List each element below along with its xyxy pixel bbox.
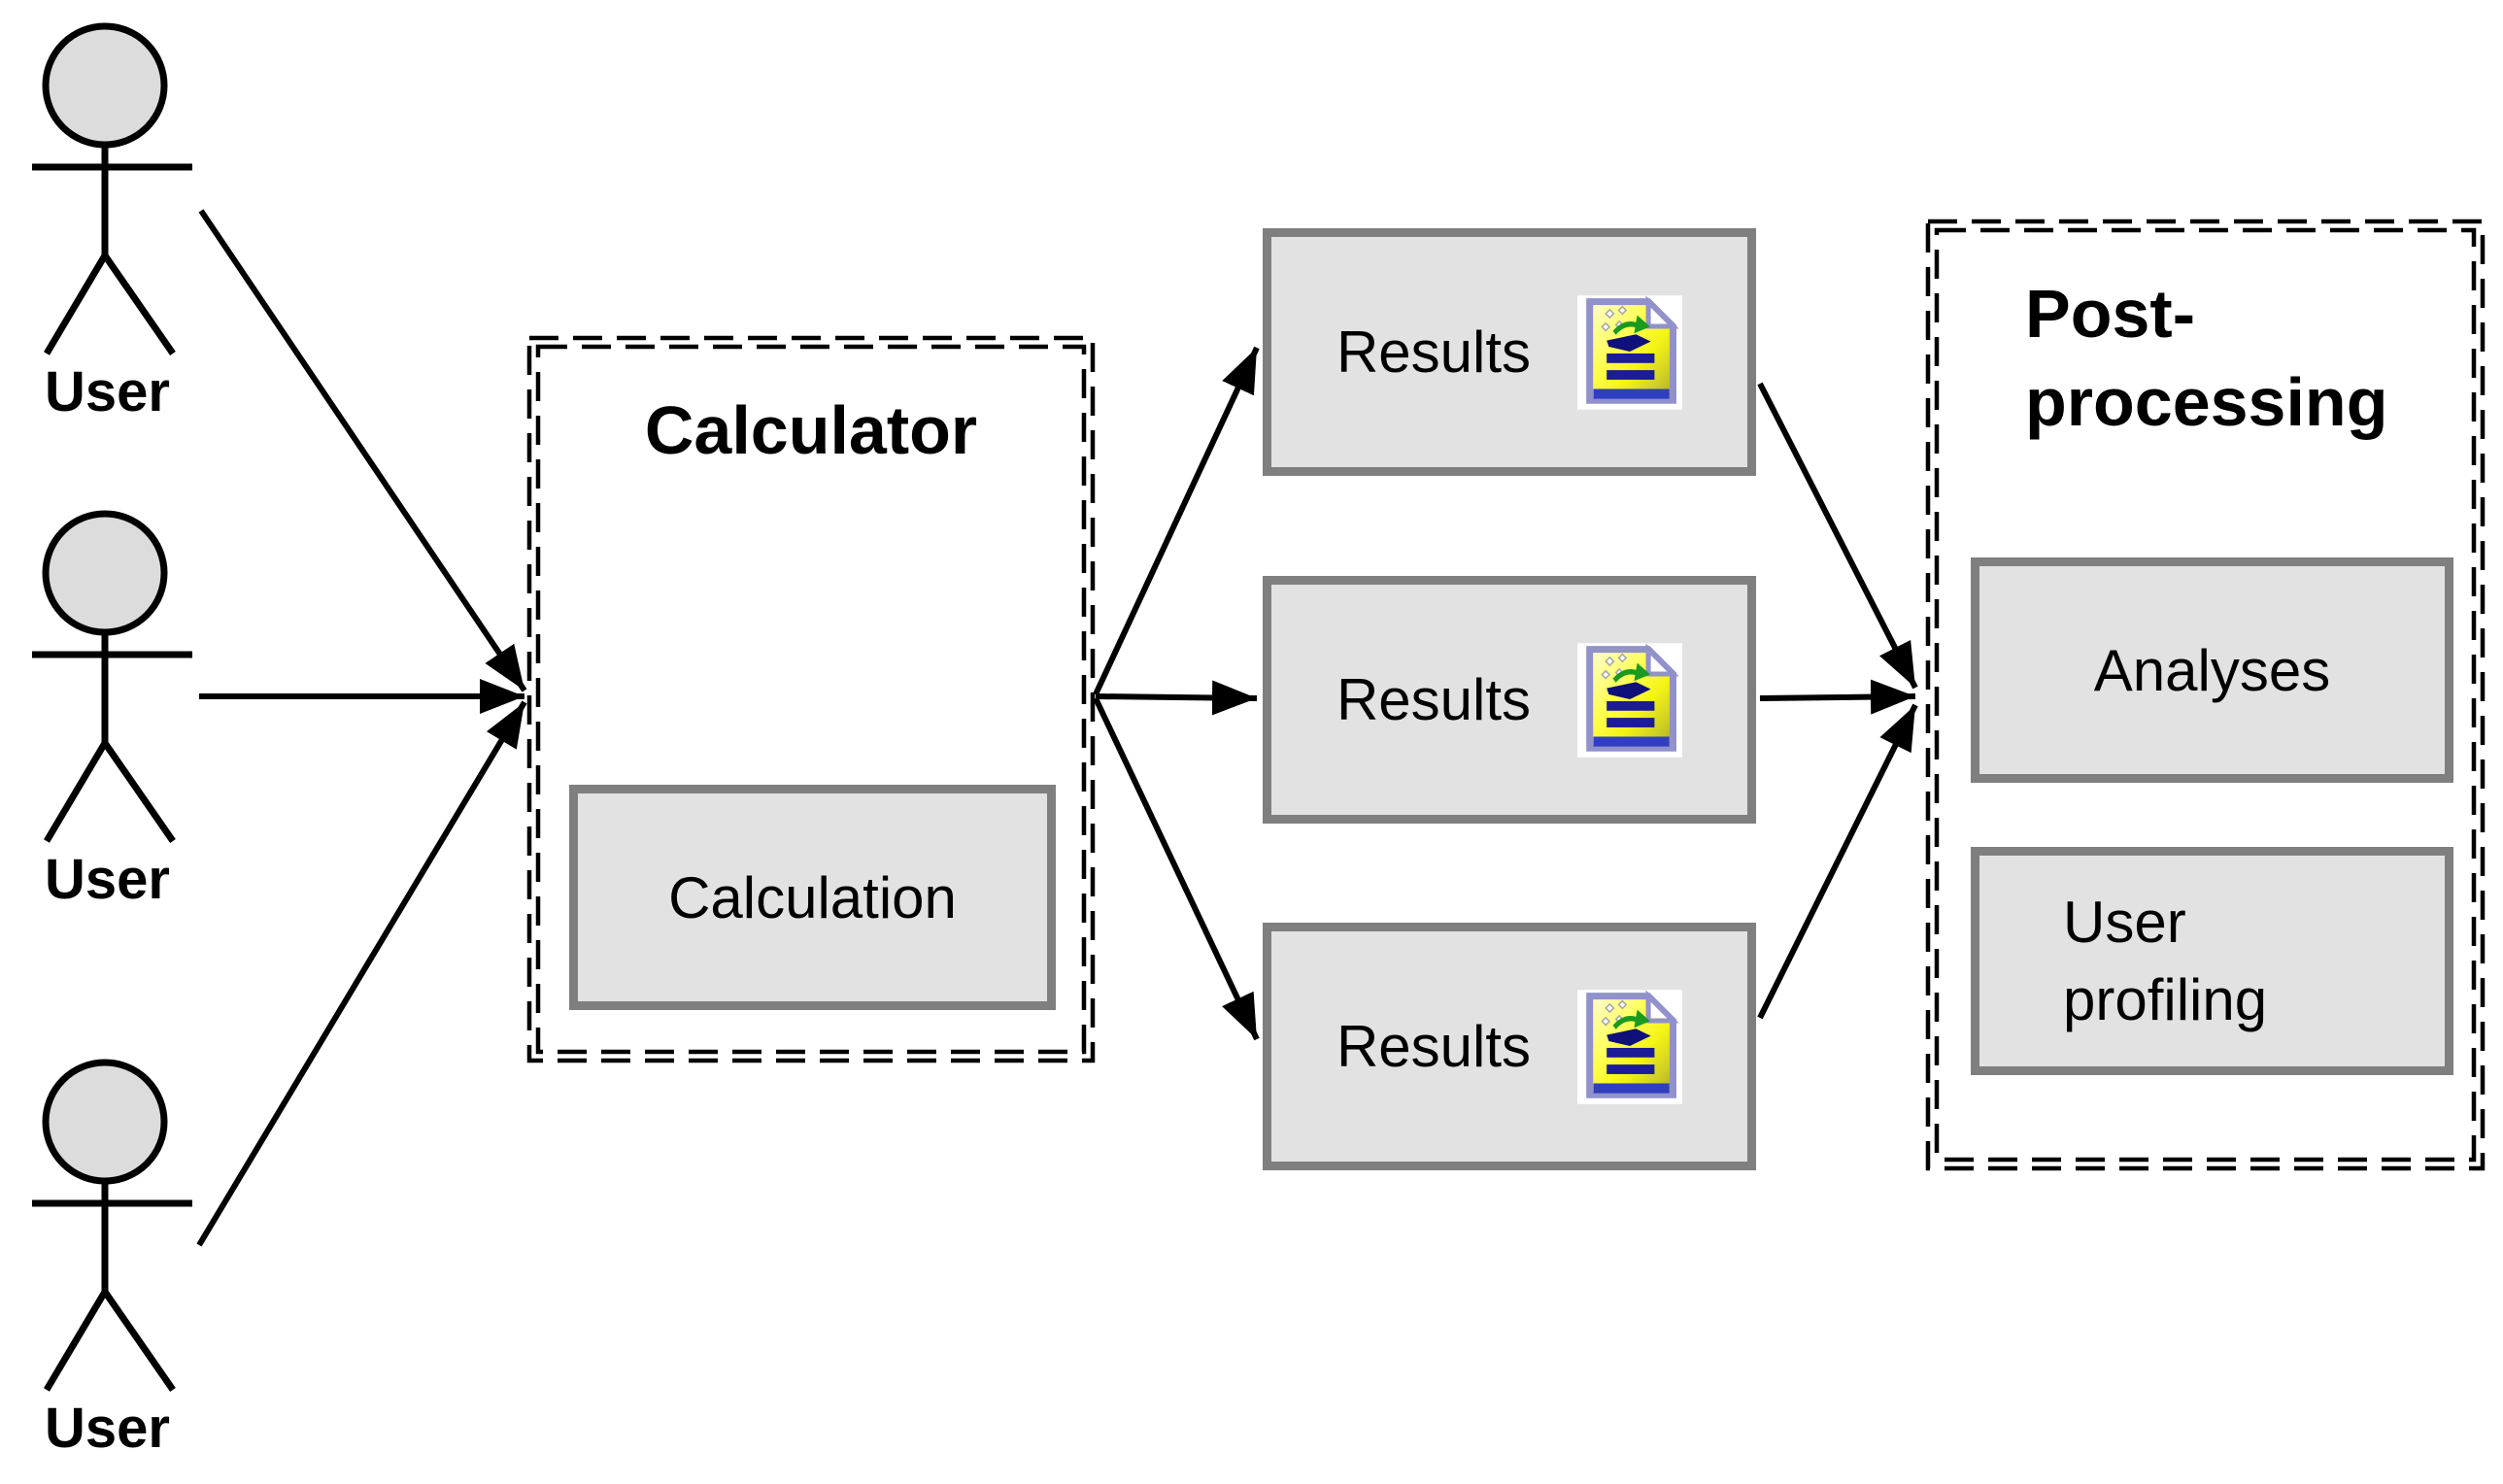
postprocessing-container-border xyxy=(1925,219,2486,1171)
results-to-postprocessing-arrows xyxy=(1757,382,1918,1020)
actor-leg-left xyxy=(43,1290,109,1392)
arrow-calculator-results3 xyxy=(1093,696,1260,1041)
arrow-results1-postprocessing xyxy=(1757,382,1918,690)
user-actor-figure-2 xyxy=(32,510,192,843)
actor-head xyxy=(42,22,168,149)
postprocessing-container-title: Post-processing xyxy=(2025,276,2388,440)
actor-head xyxy=(42,510,168,636)
report-document-icon xyxy=(1577,642,1683,758)
arrow-results3-postprocessing xyxy=(1757,703,1918,1020)
actor-label-user-2: User xyxy=(45,848,170,911)
analyses-box-label: Analyses xyxy=(2093,637,2331,703)
results-box-label: Results xyxy=(1336,320,1532,385)
user-profiling-box-label: User profiling xyxy=(2063,890,2268,1032)
results-box-3: Results xyxy=(1263,923,1756,1170)
navy-wedge xyxy=(1607,1028,1651,1046)
arrow-results2-postprocessing xyxy=(1759,679,1916,715)
calculation-box: Calculation xyxy=(569,785,1056,1010)
report-document-icon xyxy=(1577,294,1683,410)
actor-leg-left xyxy=(43,741,109,843)
arrow-calculator-results2 xyxy=(1095,680,1258,716)
calculator-to-results-arrows xyxy=(1093,346,1260,1041)
user-profiling-box: User profiling xyxy=(1971,847,2453,1075)
analyses-box: Analyses xyxy=(1971,557,2453,783)
actor-head xyxy=(42,1059,168,1185)
green-arrow xyxy=(1612,662,1650,683)
results-box-2: Results xyxy=(1263,576,1756,824)
results-box-label: Results xyxy=(1336,1014,1532,1079)
actor-leg-left xyxy=(43,253,109,355)
calculator-container-title: Calculator xyxy=(644,392,978,468)
calculation-box-label: Calculation xyxy=(668,864,957,930)
user-actor-figure-3 xyxy=(32,1059,192,1392)
calculator-container-border xyxy=(526,335,1096,1063)
arrow-calculator-results1 xyxy=(1093,346,1260,696)
green-arrow xyxy=(1612,315,1650,335)
actor-leg-right xyxy=(102,741,176,843)
actor-label-user-1: User xyxy=(45,360,170,423)
arrow-user3-calculator xyxy=(196,700,527,1247)
actor-leg-right xyxy=(102,253,176,355)
green-arrow xyxy=(1612,1009,1650,1029)
user-actor-figure-1 xyxy=(32,22,192,355)
results-box-1: Results xyxy=(1263,228,1756,476)
user-to-calculator-arrows xyxy=(196,209,527,1247)
navy-wedge xyxy=(1607,681,1651,699)
arrow-user1-calculator xyxy=(198,209,527,692)
results-box-label: Results xyxy=(1336,667,1532,732)
actor-label-user-3: User xyxy=(45,1397,170,1460)
actor-leg-right xyxy=(102,1290,176,1392)
navy-wedge xyxy=(1607,333,1651,352)
report-document-icon xyxy=(1577,989,1683,1104)
